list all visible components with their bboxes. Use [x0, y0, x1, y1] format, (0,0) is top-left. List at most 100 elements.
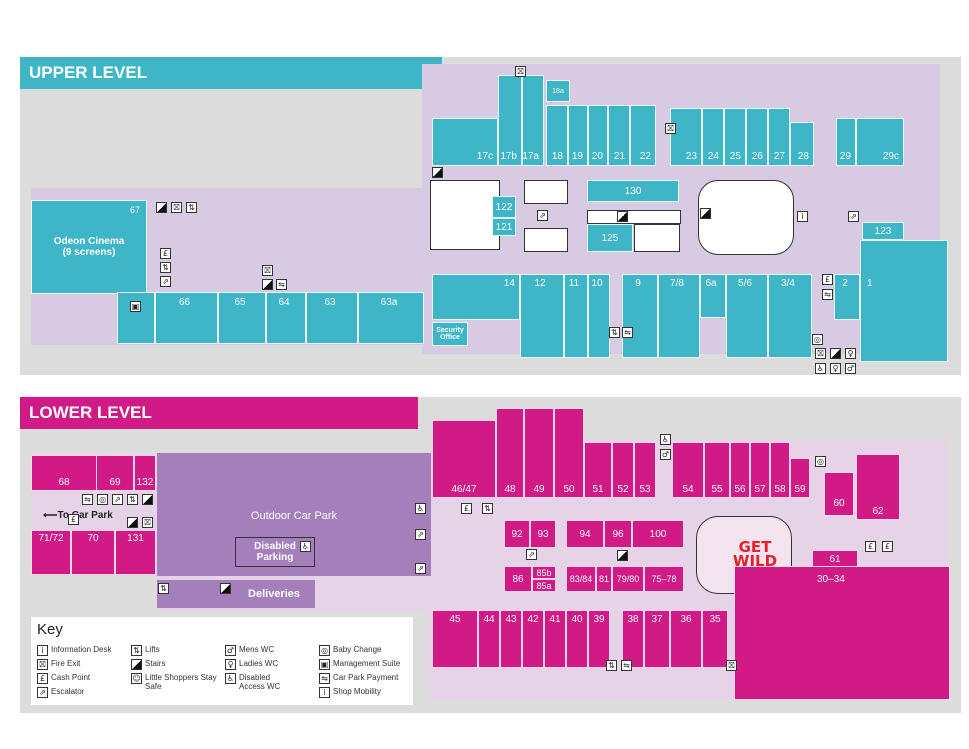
stairs-icon	[617, 211, 628, 222]
unit-48[interactable]: 48	[496, 408, 524, 498]
unit-30-34[interactable]: 30–34	[734, 566, 950, 700]
unit-59[interactable]: 59	[790, 458, 810, 498]
unit-86[interactable]: 86	[504, 566, 532, 592]
unit-5-6[interactable]: 5/6	[726, 274, 768, 358]
unit-75-78[interactable]: 75–78	[644, 566, 684, 592]
unit-6a[interactable]: 6a	[700, 274, 726, 318]
unit-122[interactable]: 122	[492, 196, 516, 218]
unit-100[interactable]: 100	[632, 520, 684, 548]
unit-57[interactable]: 57	[750, 442, 770, 498]
unit-22[interactable]: 22	[630, 105, 656, 166]
to-car-park-label[interactable]: ⟵To Car Park	[36, 508, 120, 522]
unit-63a[interactable]: 63a	[358, 292, 424, 344]
unit-44[interactable]: 44	[478, 610, 500, 668]
unit-54[interactable]: 54	[672, 442, 704, 498]
unit-1[interactable]: 1	[860, 240, 948, 362]
unit-36[interactable]: 36	[670, 610, 702, 668]
unit-10[interactable]: 10	[588, 274, 610, 358]
deliveries[interactable]: Deliveries	[157, 580, 315, 608]
unit-125[interactable]: 125	[587, 224, 633, 252]
unit-11[interactable]: 11	[564, 274, 588, 358]
unit-17c[interactable]: 17c	[432, 118, 498, 166]
unit-45[interactable]: 45	[432, 610, 478, 668]
unit-21[interactable]: 21	[608, 105, 630, 166]
little-shoppers-icon: ☺	[131, 673, 142, 684]
unit-93[interactable]: 93	[530, 520, 556, 548]
unit-18a[interactable]: 18a	[546, 80, 570, 102]
unit-81[interactable]: 81	[596, 566, 612, 592]
information-desk-icon[interactable]: i	[797, 211, 808, 222]
unit-19[interactable]: 19	[568, 105, 588, 166]
unit-17a[interactable]: 17a	[522, 75, 544, 166]
unit-67[interactable]: 67	[129, 205, 140, 215]
unit-37[interactable]: 37	[644, 610, 670, 668]
unit-55[interactable]: 55	[704, 442, 730, 498]
unit-68[interactable]: 68	[31, 455, 97, 491]
unit-50[interactable]: 50	[554, 408, 584, 498]
key-label: Baby Change	[333, 645, 382, 654]
unit-85a[interactable]: 85a	[532, 579, 556, 592]
unit-7-8[interactable]: 7/8	[658, 274, 700, 358]
unit-23[interactable]: 23	[670, 108, 702, 166]
escalator-icon: ⇗	[415, 529, 426, 540]
unit-49[interactable]: 49	[524, 408, 554, 498]
unit-17b[interactable]: 17b	[498, 75, 522, 166]
unit-70[interactable]: 70	[71, 530, 115, 575]
unit-24[interactable]: 24	[702, 108, 724, 166]
unit-94[interactable]: 94	[566, 520, 604, 548]
unit-9[interactable]: 9	[622, 274, 658, 358]
unit-58[interactable]: 58	[770, 442, 790, 498]
unit-69[interactable]: 69	[96, 455, 134, 491]
unit-29[interactable]: 29	[836, 118, 856, 166]
unit-92[interactable]: 92	[504, 520, 530, 548]
unit-25[interactable]: 25	[724, 108, 746, 166]
unit-3-4[interactable]: 3/4	[768, 274, 812, 358]
unit-85b[interactable]: 85b	[532, 566, 556, 579]
unit-123[interactable]: 123	[862, 222, 904, 240]
unit-29c[interactable]: 29c	[856, 118, 904, 166]
car-park-payment-icon: ⇋	[276, 279, 287, 290]
outdoor-car-park[interactable]: Outdoor Car Park	[157, 453, 431, 576]
unit-60[interactable]: 60	[824, 472, 854, 516]
unit-52[interactable]: 52	[612, 442, 634, 498]
unit-14[interactable]: 14	[432, 274, 520, 320]
unit-41[interactable]: 41	[544, 610, 566, 668]
unit-46-47[interactable]: 46/47	[432, 420, 496, 498]
unit-26[interactable]: 26	[746, 108, 768, 166]
unit-38[interactable]: 38	[622, 610, 644, 668]
key-label: Management Suite	[333, 659, 401, 668]
lifts-icon: ⇅	[160, 262, 171, 273]
unit-43[interactable]: 43	[500, 610, 522, 668]
unit-27[interactable]: 27	[768, 108, 790, 166]
unit-40[interactable]: 40	[566, 610, 588, 668]
unit-28[interactable]: 28	[790, 122, 814, 166]
unit-mgmt[interactable]	[117, 292, 155, 344]
unit-18[interactable]: 18	[546, 105, 568, 166]
unit-20[interactable]: 20	[588, 105, 608, 166]
disabled-wc-icon: ♿	[415, 503, 426, 514]
escalator-icon: ⇗	[526, 549, 537, 560]
unit-63[interactable]: 63	[306, 292, 358, 344]
unit-132[interactable]: 132	[134, 455, 156, 491]
unit-66[interactable]: 66	[155, 292, 218, 344]
unit-64[interactable]: 64	[266, 292, 306, 344]
unit-2[interactable]: 2	[834, 274, 860, 320]
unit-96[interactable]: 96	[604, 520, 632, 548]
unit-131[interactable]: 131	[115, 530, 156, 575]
unit-12[interactable]: 12	[520, 274, 564, 358]
unit-39[interactable]: 39	[588, 610, 610, 668]
disabled-parking-box[interactable]: Disabled Parking	[235, 537, 315, 567]
unit-42[interactable]: 42	[522, 610, 544, 668]
unit-51[interactable]: 51	[584, 442, 612, 498]
unit-odeon-cinema[interactable]: Odeon Cinema (9 screens)	[31, 200, 147, 294]
unit-71-72[interactable]: 71/72	[31, 530, 71, 575]
unit-62[interactable]: 62	[856, 454, 900, 520]
unit-121[interactable]: 121	[492, 218, 516, 236]
unit-65[interactable]: 65	[218, 292, 266, 344]
unit-35[interactable]: 35	[702, 610, 728, 668]
unit-53[interactable]: 53	[634, 442, 656, 498]
unit-56[interactable]: 56	[730, 442, 750, 498]
unit-83-84[interactable]: 83/84	[566, 566, 596, 592]
unit-79-80[interactable]: 79/80	[612, 566, 644, 592]
unit-130[interactable]: 130	[587, 180, 679, 202]
